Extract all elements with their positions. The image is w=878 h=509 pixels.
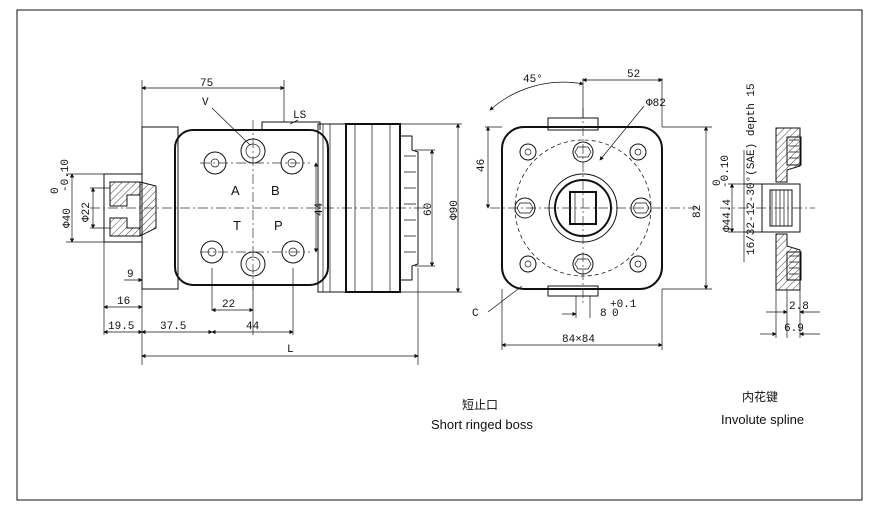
dim-52: 52 <box>627 69 640 81</box>
bolt-heads <box>400 135 419 281</box>
caption-spline-cn: 内花键 <box>742 389 778 404</box>
port-label-p: P <box>274 218 283 233</box>
caption-boss-en: Short ringed boss <box>431 417 533 432</box>
caption-boss-cn: 短止口 <box>462 398 498 412</box>
label-ls: LS <box>293 110 307 122</box>
dim-phi40: Φ40 <box>62 208 74 228</box>
front-bolts <box>514 141 652 275</box>
dim-phi90: Φ90 <box>449 200 461 220</box>
dim-44-vertical: 44 <box>314 202 326 216</box>
dim-22: 22 <box>222 299 235 311</box>
body-main <box>174 129 329 286</box>
port-label-b: B <box>271 183 280 198</box>
side-view: A B T P V LS 75 44 60 Φ90 Φ40 0 -0.10 <box>50 78 462 365</box>
port-label-a: A <box>231 183 240 198</box>
dim-75: 75 <box>200 78 213 90</box>
dim-phi22: Φ22 <box>81 202 93 222</box>
drawing-frame <box>16 9 863 501</box>
ports <box>200 120 310 290</box>
dim-phi44-4-tol-bottom: -0.10 <box>720 155 732 188</box>
dim-84x84: 84×84 <box>562 334 595 346</box>
dim-44-horizontal: 44 <box>246 321 260 333</box>
dim-2-8: 2.8 <box>789 301 809 313</box>
dim-60: 60 <box>423 203 435 216</box>
dim-16: 16 <box>117 296 130 308</box>
dim-l: L <box>287 344 294 356</box>
label-c: C <box>472 308 479 320</box>
dim-phi44-4: Φ44.4 <box>722 199 734 232</box>
dim-9: 9 <box>127 269 134 281</box>
dim-phi44-4-tol-top: 0 <box>712 179 724 186</box>
dim-45-degrees: 45° <box>523 74 543 86</box>
dim-19-5: 19.5 <box>108 321 134 333</box>
dim-6-9: 6.9 <box>784 323 804 335</box>
dim-82: 82 <box>692 205 704 218</box>
dim-8-tol-bottom: 0 <box>612 308 619 320</box>
dim-46: 46 <box>476 159 488 172</box>
dim-phi40-tol-bottom: -0.10 <box>60 159 72 192</box>
spline-spec: 16/32-12-30°(SAE) depth 15 <box>746 83 758 255</box>
front-boss-top <box>547 117 599 131</box>
dim-37-5: 37.5 <box>160 321 186 333</box>
body-flange <box>141 126 179 290</box>
label-v: V <box>202 97 209 109</box>
dim-phi40-tol-top: 0 <box>50 187 62 194</box>
dim-8-tol-top: +0.1 <box>610 299 637 311</box>
front-view: 45° 52 Φ82 46 82 C 8 +0.1 0 84×84 <box>472 69 712 350</box>
front-boss-bottom <box>547 285 599 297</box>
caption-spline-en: Involute spline <box>721 412 804 427</box>
dim-phi82: Φ82 <box>646 98 666 110</box>
spline-detail: 16/32-12-30°(SAE) depth 15 Φ44.4 0 -0.10… <box>712 83 820 338</box>
port-label-t: T <box>233 218 241 233</box>
dim-8: 8 <box>600 308 607 320</box>
